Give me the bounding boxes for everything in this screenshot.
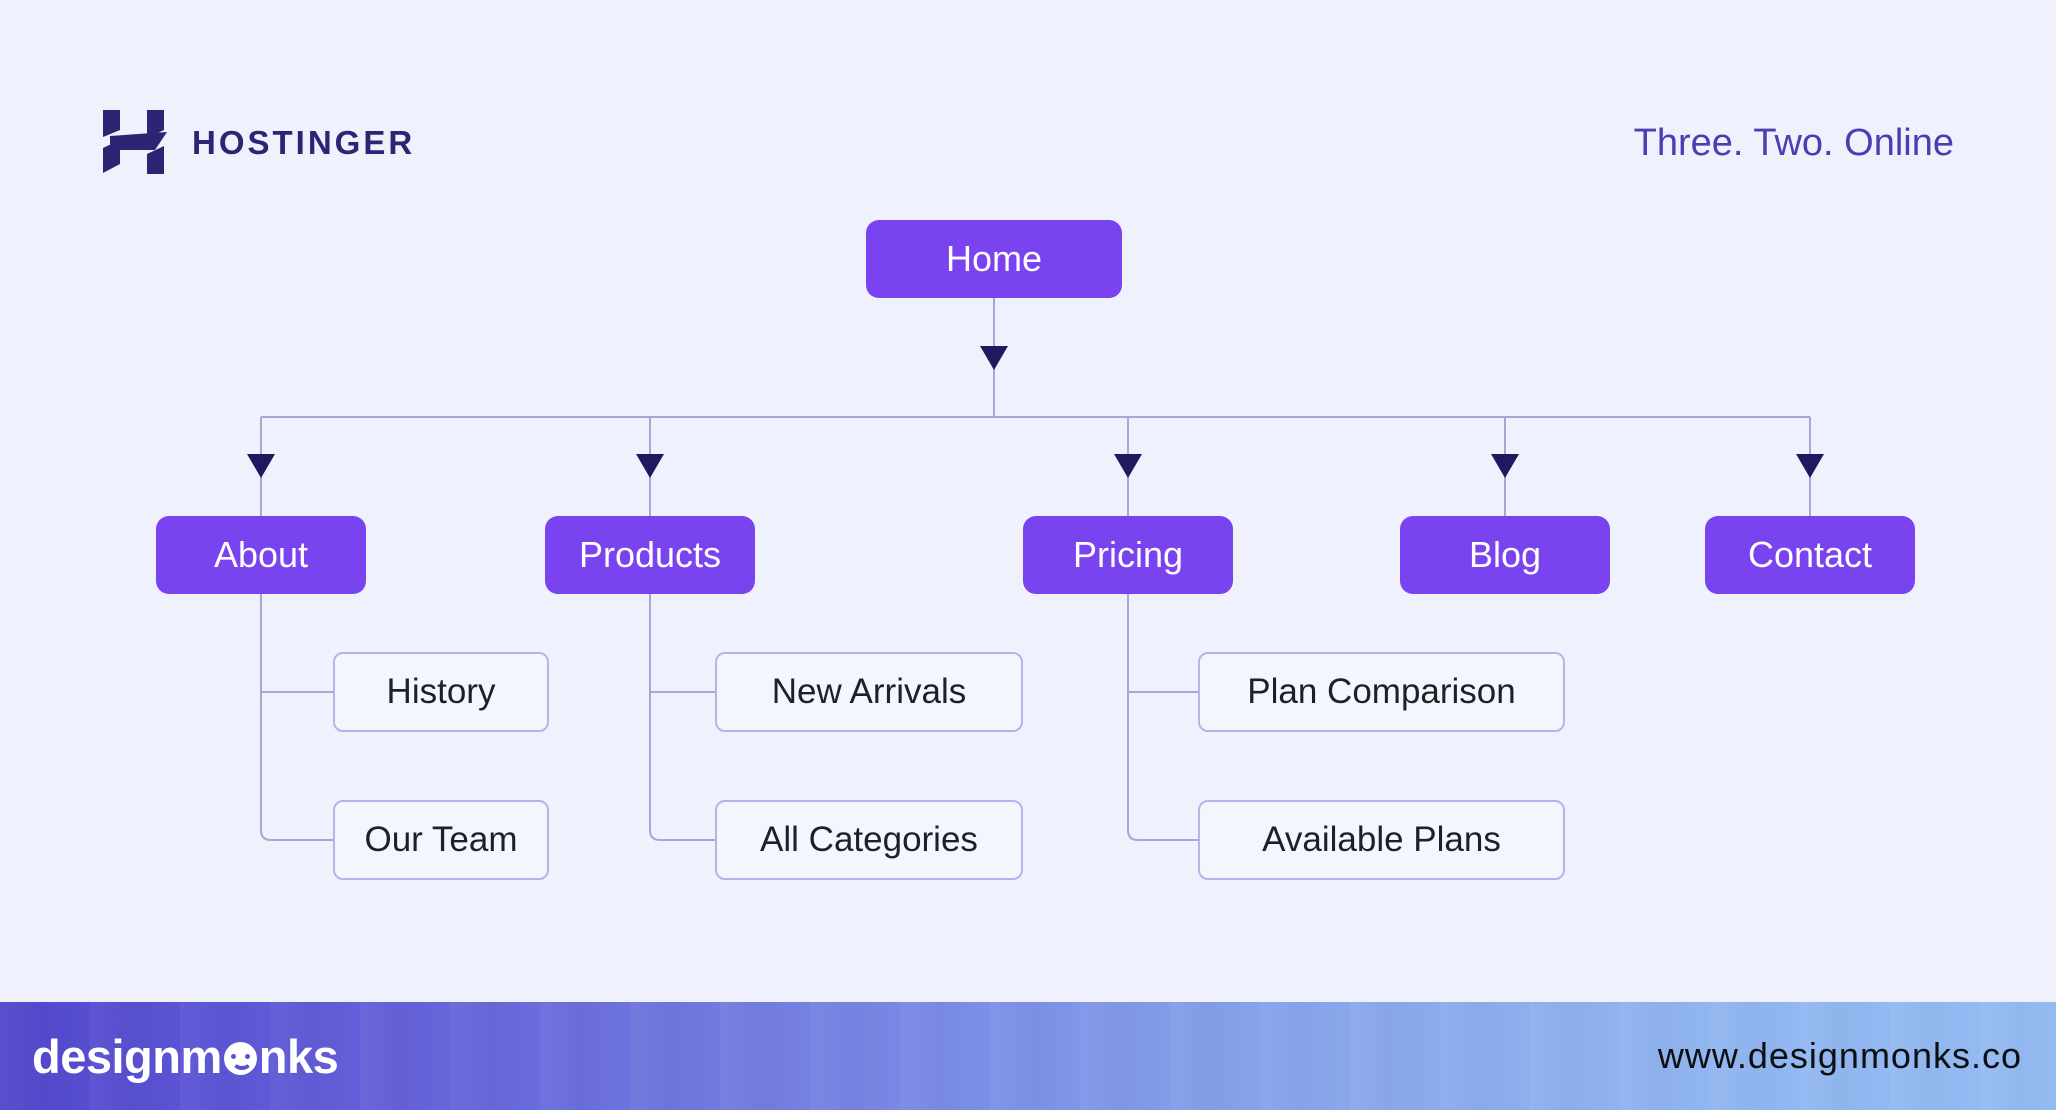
brand-wordmark: HOSTINGER <box>192 124 416 161</box>
footer-bar: designm nks www.designmonks.co <box>0 1002 2056 1110</box>
monk-face-icon <box>223 1041 257 1075</box>
hostinger-logo: HOSTINGER <box>100 110 415 176</box>
node-products: Products <box>545 516 755 594</box>
node-available-plans: Available Plans <box>1198 800 1565 880</box>
brand-tagline: Three. Two. Online <box>1633 122 1954 164</box>
footer-url: www.designmonks.co <box>1657 1035 2022 1076</box>
node-contact: Contact <box>1705 516 1915 594</box>
node-all-categories: All Categories <box>715 800 1023 880</box>
node-about: About <box>156 516 366 594</box>
designmonks-logo-prefix: designm <box>32 1029 222 1083</box>
node-history: History <box>333 652 549 732</box>
node-blog: Blog <box>1400 516 1610 594</box>
hostinger-h-icon <box>103 110 167 174</box>
node-plan-comparison: Plan Comparison <box>1198 652 1565 732</box>
arrowheads <box>247 346 1824 478</box>
designmonks-logo-suffix: nks <box>258 1029 339 1083</box>
designmonks-logo: designm nks <box>32 1029 339 1083</box>
node-our-team: Our Team <box>333 800 549 880</box>
node-pricing: Pricing <box>1023 516 1233 594</box>
node-new-arrivals: New Arrivals <box>715 652 1023 732</box>
node-home: Home <box>866 220 1122 298</box>
